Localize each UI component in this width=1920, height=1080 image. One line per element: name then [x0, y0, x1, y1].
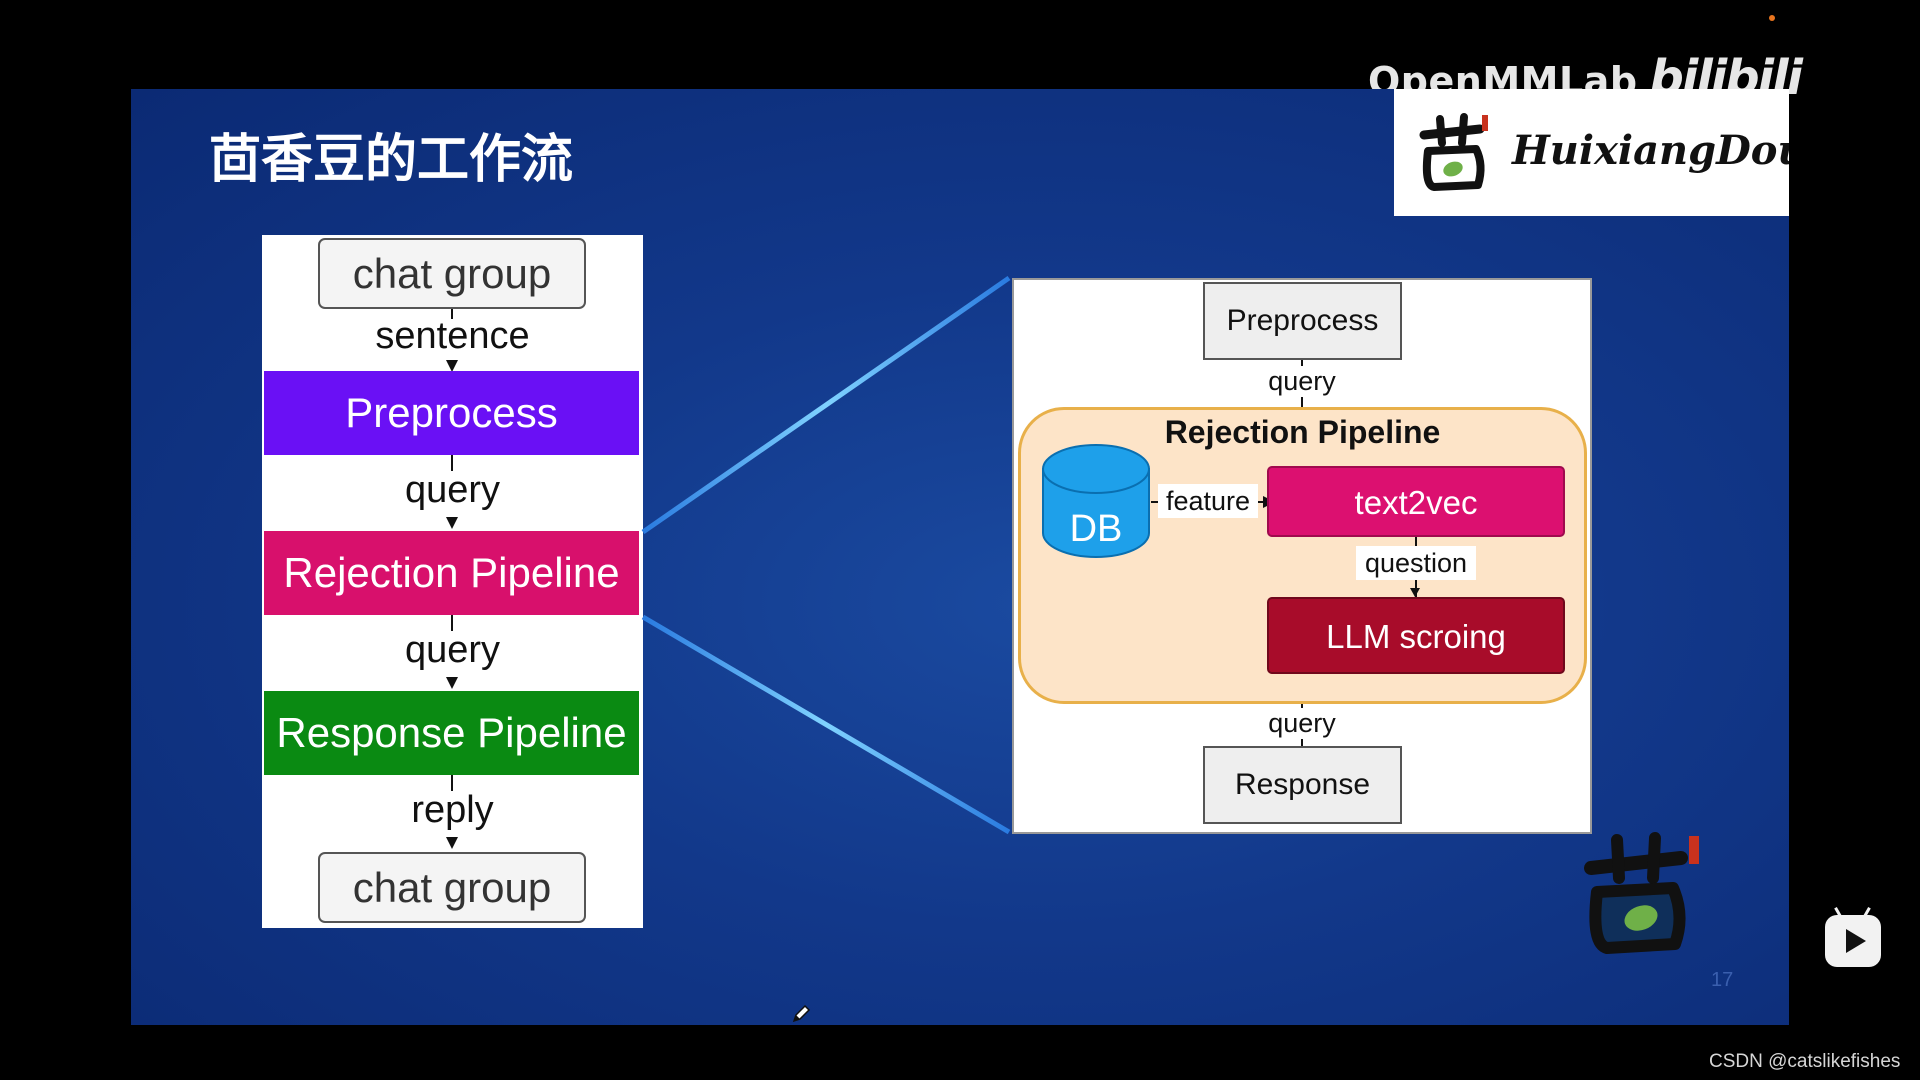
zoom-callout-lines	[641, 275, 1011, 835]
edge-label-query-in: query	[1252, 366, 1352, 397]
rejection-pipeline-node: Rejection Pipeline	[264, 531, 639, 615]
arrowhead	[1410, 588, 1420, 597]
rejection-pipeline-title: Rejection Pipeline	[1164, 414, 1441, 450]
database-icon	[1042, 444, 1150, 558]
play-button-ear-left	[1834, 907, 1843, 919]
preprocess-detail-node: Preprocess	[1203, 282, 1402, 360]
arrowhead	[446, 360, 458, 372]
zoom-line-bottom	[641, 614, 1011, 835]
edge-line	[451, 775, 453, 791]
slide-title: 茴香豆的工作流	[209, 130, 574, 190]
arrowhead	[446, 677, 458, 689]
play-button[interactable]	[1825, 907, 1881, 967]
edge-line	[451, 309, 453, 319]
zoom-line-top	[641, 275, 1011, 535]
arrowhead	[446, 837, 458, 849]
rejection-pipeline-container: Rejection Pipeline DB feature text2vec q…	[1018, 407, 1587, 704]
edge-label-reply: reply	[411, 789, 494, 831]
huixiangdou-logo-icon	[1419, 113, 1488, 191]
edge-line	[451, 455, 453, 471]
slide: 茴香豆的工作流 HuixiangDou chat group sentence …	[131, 89, 1789, 1025]
chat-group-sink-node: chat group	[318, 852, 586, 923]
response-pipeline-node: Response Pipeline	[264, 691, 639, 775]
edge-line	[451, 615, 453, 631]
llm-scoring-node: LLM scroing	[1267, 597, 1565, 674]
arrowhead	[446, 517, 458, 529]
page-number: 17	[1711, 969, 1734, 991]
play-icon	[1846, 929, 1866, 953]
edge-label-query: query	[404, 629, 501, 671]
preprocess-node: Preprocess	[264, 371, 639, 455]
source-credit: CSDN @catslikefishes	[1709, 1051, 1901, 1072]
edge-label-feature: feature	[1158, 484, 1258, 518]
recording-dot	[1769, 15, 1775, 21]
edge-label-question: question	[1356, 546, 1476, 580]
response-detail-node: Response	[1203, 746, 1402, 824]
huixiangdou-mascot-icon	[1584, 832, 1699, 954]
rejection-pipeline-detail: Preprocess query Rejection Pipeline DB f…	[1012, 278, 1592, 834]
play-button-ear-right	[1862, 907, 1871, 919]
pen-cursor-icon	[792, 1004, 811, 1023]
edge-label-query: query	[404, 469, 501, 511]
workflow-diagram: chat group sentence Preprocess query Rej…	[262, 235, 643, 928]
db-label: DB	[1069, 508, 1123, 550]
edge-label-sentence: sentence	[375, 315, 530, 357]
edge-label-query-out: query	[1252, 708, 1352, 739]
logo-panel: HuixiangDou	[1394, 89, 1789, 216]
text2vec-node: text2vec	[1267, 466, 1565, 537]
chat-group-source-node: chat group	[318, 238, 586, 309]
logo-text: HuixiangDou	[1512, 127, 1789, 174]
